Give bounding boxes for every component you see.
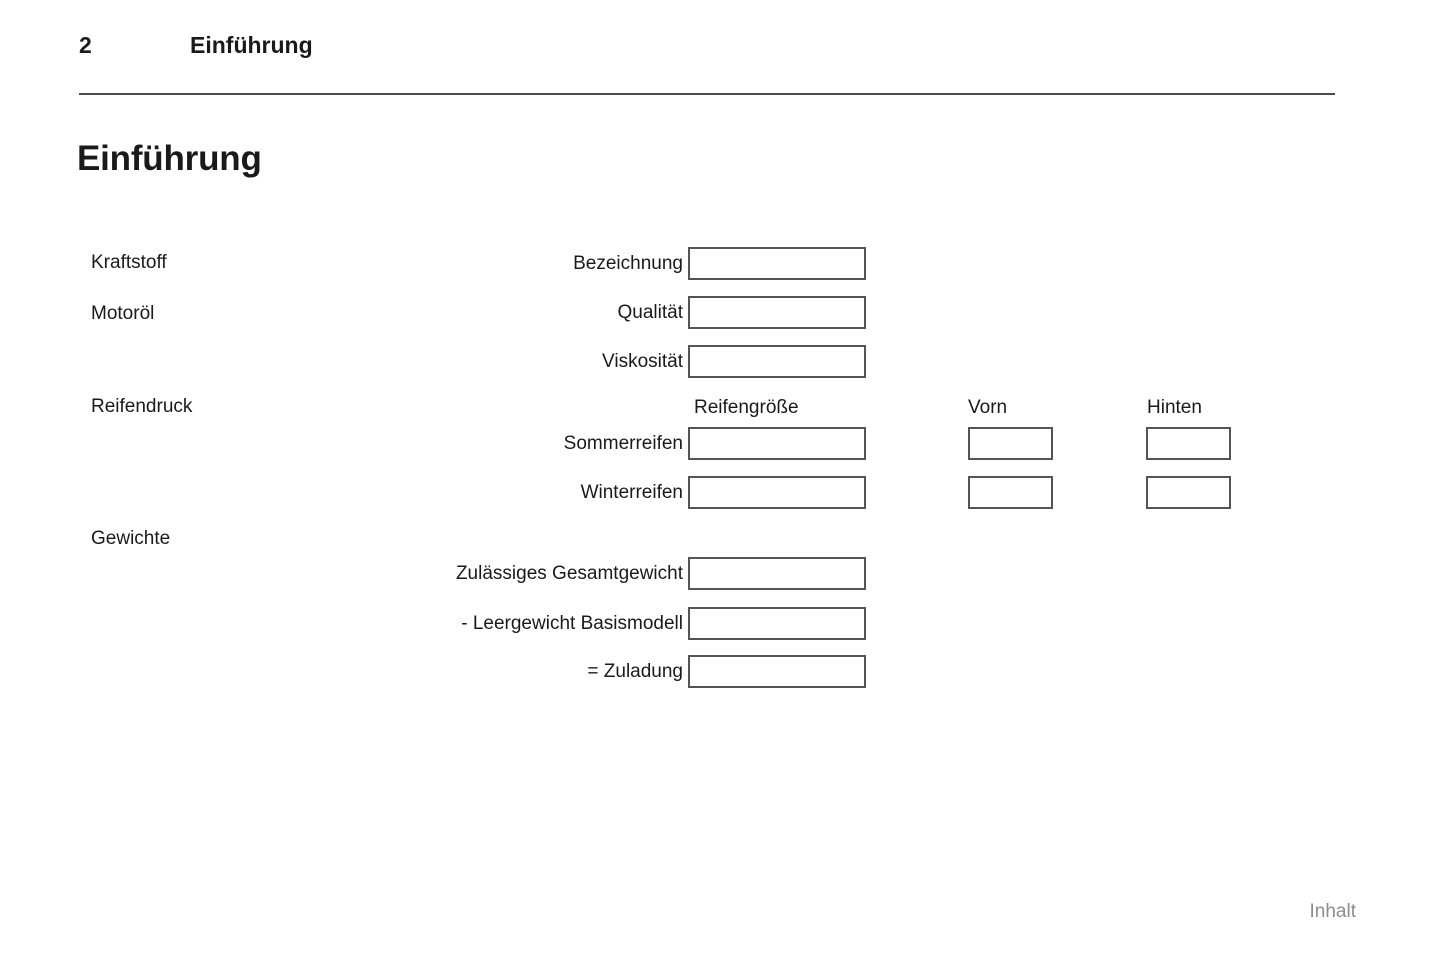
field-row: Bezeichnung (0, 247, 866, 280)
field-label-winterreifen: Winterreifen (580, 482, 683, 503)
page-title: Einführung (77, 139, 262, 179)
field-input-winterreifen-hinten[interactable] (1146, 476, 1231, 509)
column-header: Reifengröße (694, 397, 799, 418)
column-header: Vorn (968, 397, 1008, 418)
field-input-sommerreifen-vorn[interactable] (968, 427, 1053, 460)
field-label-zulaessiges-gesamtgewicht: Zulässiges Gesamtgewicht (455, 563, 683, 584)
field-input-viskositaet[interactable] (688, 345, 866, 378)
field-input-bezeichnung[interactable] (688, 247, 866, 280)
field-row: Winterreifen (0, 476, 1231, 509)
field-input-sommerreifen-hinten[interactable] (1146, 427, 1231, 460)
group-label: Reifendruck (91, 396, 193, 417)
field-label-leergewicht-basismodell: - Leergewicht Basismodell (461, 613, 683, 634)
field-label-qualitaet: Qualität (617, 302, 683, 323)
column-header: Hinten (1147, 397, 1202, 418)
header-divider (79, 93, 1335, 95)
running-header: 2 Einführung (79, 34, 1335, 74)
field-row: - Leergewicht Basismodell (0, 607, 866, 640)
field-input-zuladung[interactable] (688, 655, 866, 688)
field-row: = Zuladung (0, 655, 866, 688)
field-row: Viskosität (0, 345, 866, 378)
field-row: Qualität (0, 296, 866, 329)
chapter-title: Einführung (190, 32, 313, 58)
field-input-sommerreifen[interactable] (688, 427, 866, 460)
field-input-qualitaet[interactable] (688, 296, 866, 329)
field-label-bezeichnung: Bezeichnung (573, 253, 683, 274)
field-input-zulaessiges-gesamtgewicht[interactable] (688, 557, 866, 590)
field-label-viskositaet: Viskosität (602, 351, 683, 372)
field-row: Zulässiges Gesamtgewicht (0, 557, 866, 590)
field-label-sommerreifen: Sommerreifen (563, 433, 683, 454)
field-input-winterreifen[interactable] (688, 476, 866, 509)
field-label-zuladung: = Zuladung (587, 661, 683, 682)
field-row: Sommerreifen (0, 427, 1231, 460)
footer-link-inhalt[interactable]: Inhalt (1309, 901, 1356, 922)
page-number: 2 (79, 32, 92, 58)
group-label: Motoröl (91, 303, 155, 324)
field-input-winterreifen-vorn[interactable] (968, 476, 1053, 509)
group-label: Gewichte (91, 528, 171, 549)
group-label: Kraftstoff (91, 252, 167, 273)
field-input-leergewicht-basismodell[interactable] (688, 607, 866, 640)
